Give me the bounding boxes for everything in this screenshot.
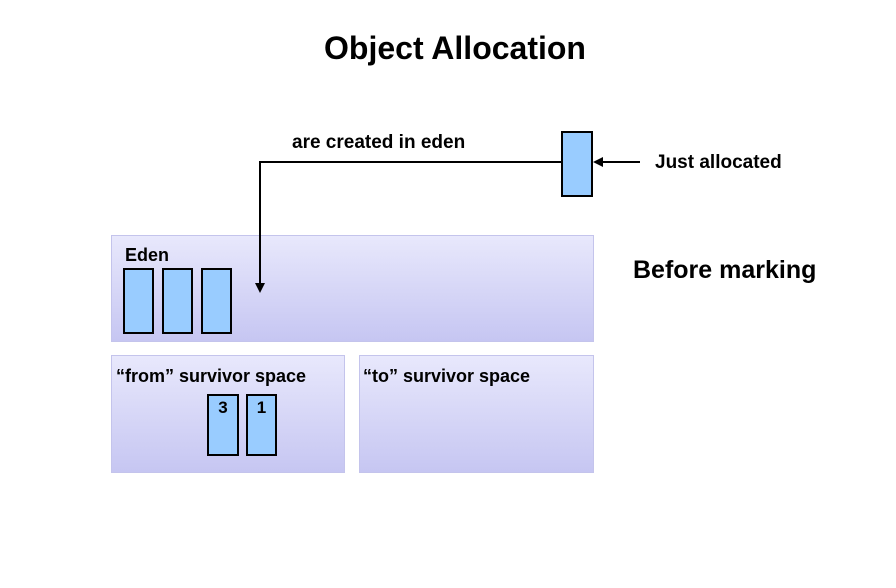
created-in-eden-label: are created in eden [292,132,466,153]
just-allocated-object [561,131,593,197]
eden-object [201,268,232,334]
to-survivor-region: “to” survivor space [359,355,594,473]
to-survivor-label: “to” survivor space [363,366,531,386]
eden-object [123,268,154,334]
survivor-object: 3 [207,394,239,456]
eden-label: Eden [125,245,170,265]
from-survivor-region: “from” survivor space 3 1 [111,355,345,473]
allocation-arrow-line [259,161,561,284]
survivor-object: 1 [246,394,277,456]
just-allocated-label: Just allocated [655,152,782,173]
allocation-arrow-head [255,283,265,293]
eden-object [162,268,193,334]
from-survivor-label: “from” survivor space [116,366,307,386]
eden-region: Eden [111,235,594,342]
diagram-title: Object Allocation [324,30,586,66]
just-allocated-arrow-head [593,157,603,167]
before-marking-label: Before marking [633,256,817,284]
